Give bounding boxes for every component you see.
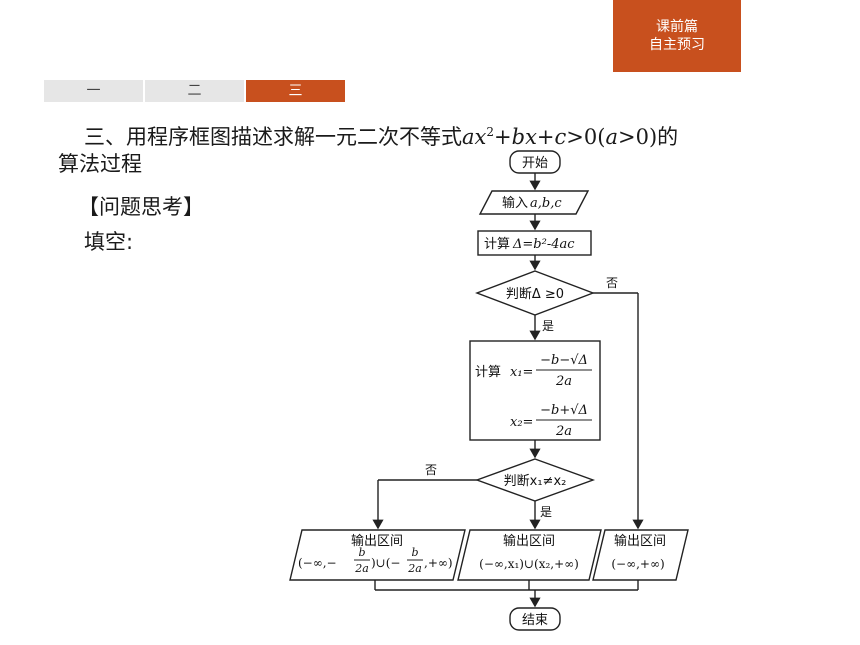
badge-line-2: 自主预习 [649,37,705,53]
x1-denominator: 2a [555,374,572,389]
compute2-label: 计算 [475,365,501,380]
x2-numerator: −b+√Δ [540,403,588,418]
decision1-label: 判断Δ ≥0 [506,287,564,302]
flowchart: 开始 输入 a,b,c 计算 Δ=b²-4ac 判断Δ ≥0 否 是 计算 x₁… [289,150,689,631]
output-box-2 [457,529,602,581]
output1-part-c: ,+∞) [424,556,453,570]
output1-frac2-num: b [411,546,418,559]
think-label: 【问题思考】 [78,195,204,219]
input-label: 输入 [502,195,528,211]
section-heading: 三、用程序框图描述求解一元二次不等式ax2+bx+c>0(a>0)的 [84,118,678,151]
output-box-1 [289,529,466,581]
no-label-2: 否 [425,463,437,477]
input-vars: a,b,c [530,196,562,211]
x2-label: x₂= [510,415,533,430]
end-label: 结束 [522,613,548,628]
compute-expr: Δ=b²-4ac [512,237,575,252]
compute-label: 计算 [484,237,510,252]
no-label-1: 否 [606,276,618,290]
input-box [478,190,590,215]
section-tabs: 一 二 三 [44,80,347,102]
decision2-label: 判断x₁≠x₂ [504,474,567,489]
tab-2[interactable]: 二 [145,80,244,102]
x1-label: x₁= [510,365,533,380]
output1-frac2-den: 2a [407,562,422,575]
output-box-3 [592,529,689,581]
yes-label-2: 是 [540,505,552,519]
end-terminal [509,607,561,631]
heading-prefix: 三、用程序框图描述求解一元二次不等式 [84,125,462,149]
fill-label: 填空: [84,230,134,254]
output1-part-a: (−∞,− [298,556,337,570]
output2-title: 输出区间 [503,533,555,549]
output2-interval: (−∞,x₁)∪(x₂,+∞) [479,557,579,571]
tab-3[interactable]: 三 [246,80,345,102]
output1-part-b: )∪(− [371,556,400,570]
yes-label-1: 是 [542,319,554,333]
heading-suffix: 的 [657,125,679,149]
output3-interval: (−∞,+∞) [611,557,664,571]
section-badge: 课前篇 自主预习 [613,0,741,72]
tab-1[interactable]: 一 [44,80,143,102]
x2-denominator: 2a [555,424,572,439]
output3-title: 输出区间 [614,533,666,549]
output1-title: 输出区间 [351,533,403,549]
inequality-formula: ax2+bx+c>0(a>0) [462,125,658,149]
output1-frac1-den: 2a [354,562,369,575]
badge-line-1: 课前篇 [656,19,698,35]
section-heading-line2: 算法过程 [58,152,142,176]
x1-numerator: −b−√Δ [540,353,588,368]
start-label: 开始 [522,156,548,171]
output1-frac1-num: b [358,546,365,559]
